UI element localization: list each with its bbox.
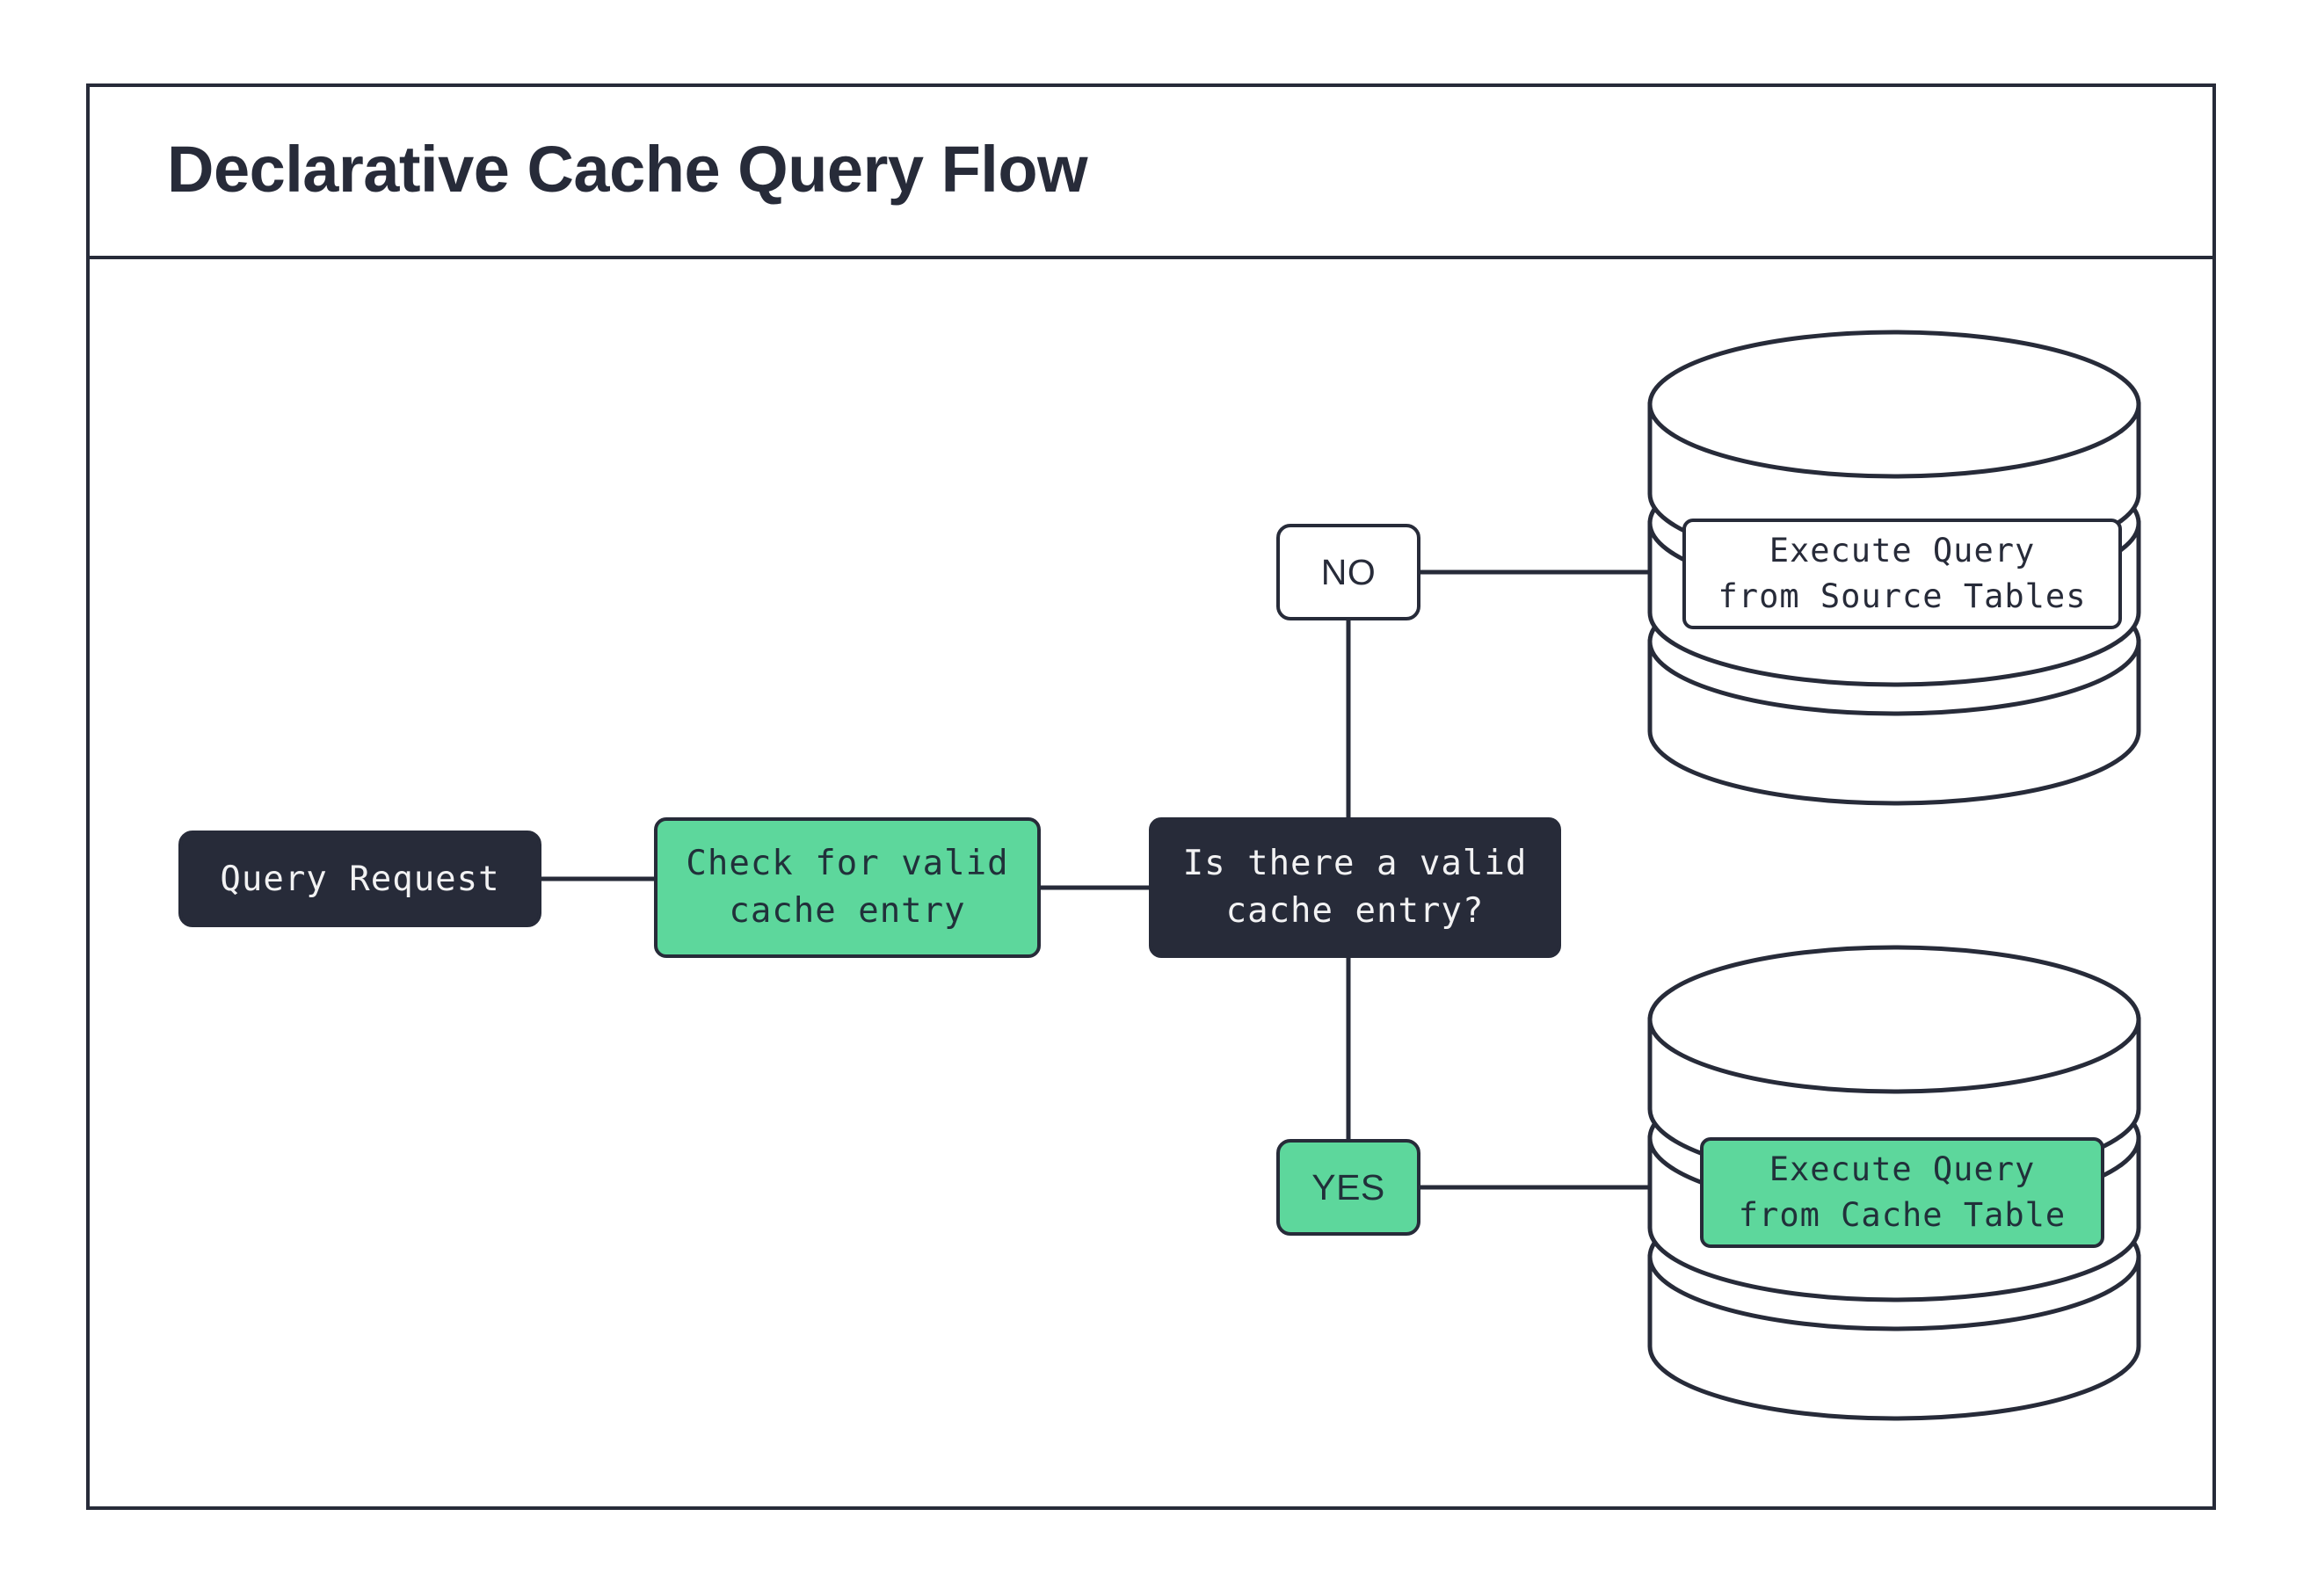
edge-label-no[interactable]: NO — [1276, 524, 1420, 620]
node-check-for-valid-cache-entry[interactable]: Check for valid cache entry — [654, 817, 1041, 958]
page-title: Declarative Cache Query Flow — [167, 133, 1088, 206]
node-execute-query-from-cache-table[interactable]: Execute Query from Cache Table — [1700, 1137, 2104, 1248]
edge-label-yes[interactable]: YES — [1276, 1139, 1420, 1236]
diagram-title-bar: Declarative Cache Query Flow — [86, 83, 2216, 259]
node-query-request[interactable]: Query Request — [178, 831, 541, 927]
node-decision-is-there-a-valid-cache-entry[interactable]: Is there a valid cache entry? — [1149, 817, 1561, 958]
node-execute-query-from-source-tables[interactable]: Execute Query from Source Tables — [1682, 519, 2122, 629]
diagram-frame — [86, 83, 2216, 1510]
